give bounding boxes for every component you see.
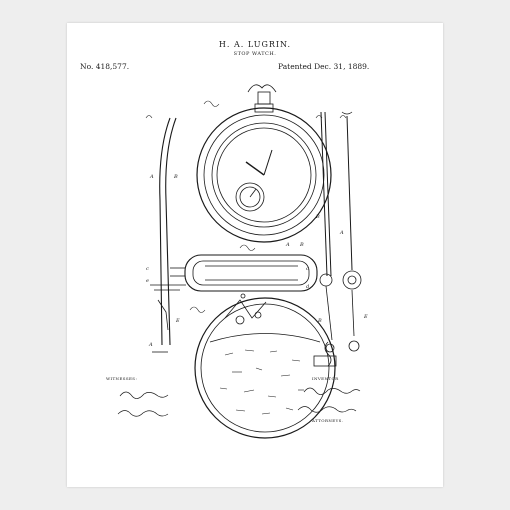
fig2-side-section: [170, 254, 318, 299]
figure-caption-marks: [145, 100, 347, 313]
fig5-spring: [341, 111, 362, 352]
svg-text:B: B: [317, 318, 322, 324]
svg-text:B: B: [299, 242, 304, 248]
svg-text:e: e: [146, 278, 149, 284]
svg-text:A: A: [339, 230, 344, 236]
svg-text:A: A: [285, 242, 290, 248]
patent-date: Patented Dec. 31, 1889.: [278, 62, 370, 71]
svg-text:B: B: [315, 214, 320, 220]
inventor-signature: [297, 387, 361, 413]
witness-signatures: [117, 391, 169, 417]
patent-number: No. 418,577.: [80, 62, 130, 71]
attorneys-label: ATTORNEYS.: [312, 418, 344, 423]
fig3-open-case: [194, 297, 337, 439]
svg-text:c: c: [146, 266, 149, 272]
inventor-label: INVENTOR: [312, 376, 339, 381]
svg-text:d: d: [306, 284, 309, 290]
inventor-heading: H. A. LUGRIN.: [218, 40, 292, 49]
fig6-stem: [150, 117, 186, 353]
witnesses-label: WITNESSES:: [106, 376, 138, 381]
svg-text:c: c: [306, 266, 309, 272]
svg-text:E: E: [363, 314, 368, 320]
svg-text:B: B: [173, 174, 178, 180]
fig1-stopwatch-front: [196, 84, 332, 243]
svg-text:A: A: [148, 342, 153, 348]
fig4-lever: [319, 111, 335, 367]
svg-text:A: A: [149, 174, 154, 180]
svg-text:E: E: [175, 318, 180, 324]
patent-title: STOP WATCH.: [233, 51, 277, 57]
